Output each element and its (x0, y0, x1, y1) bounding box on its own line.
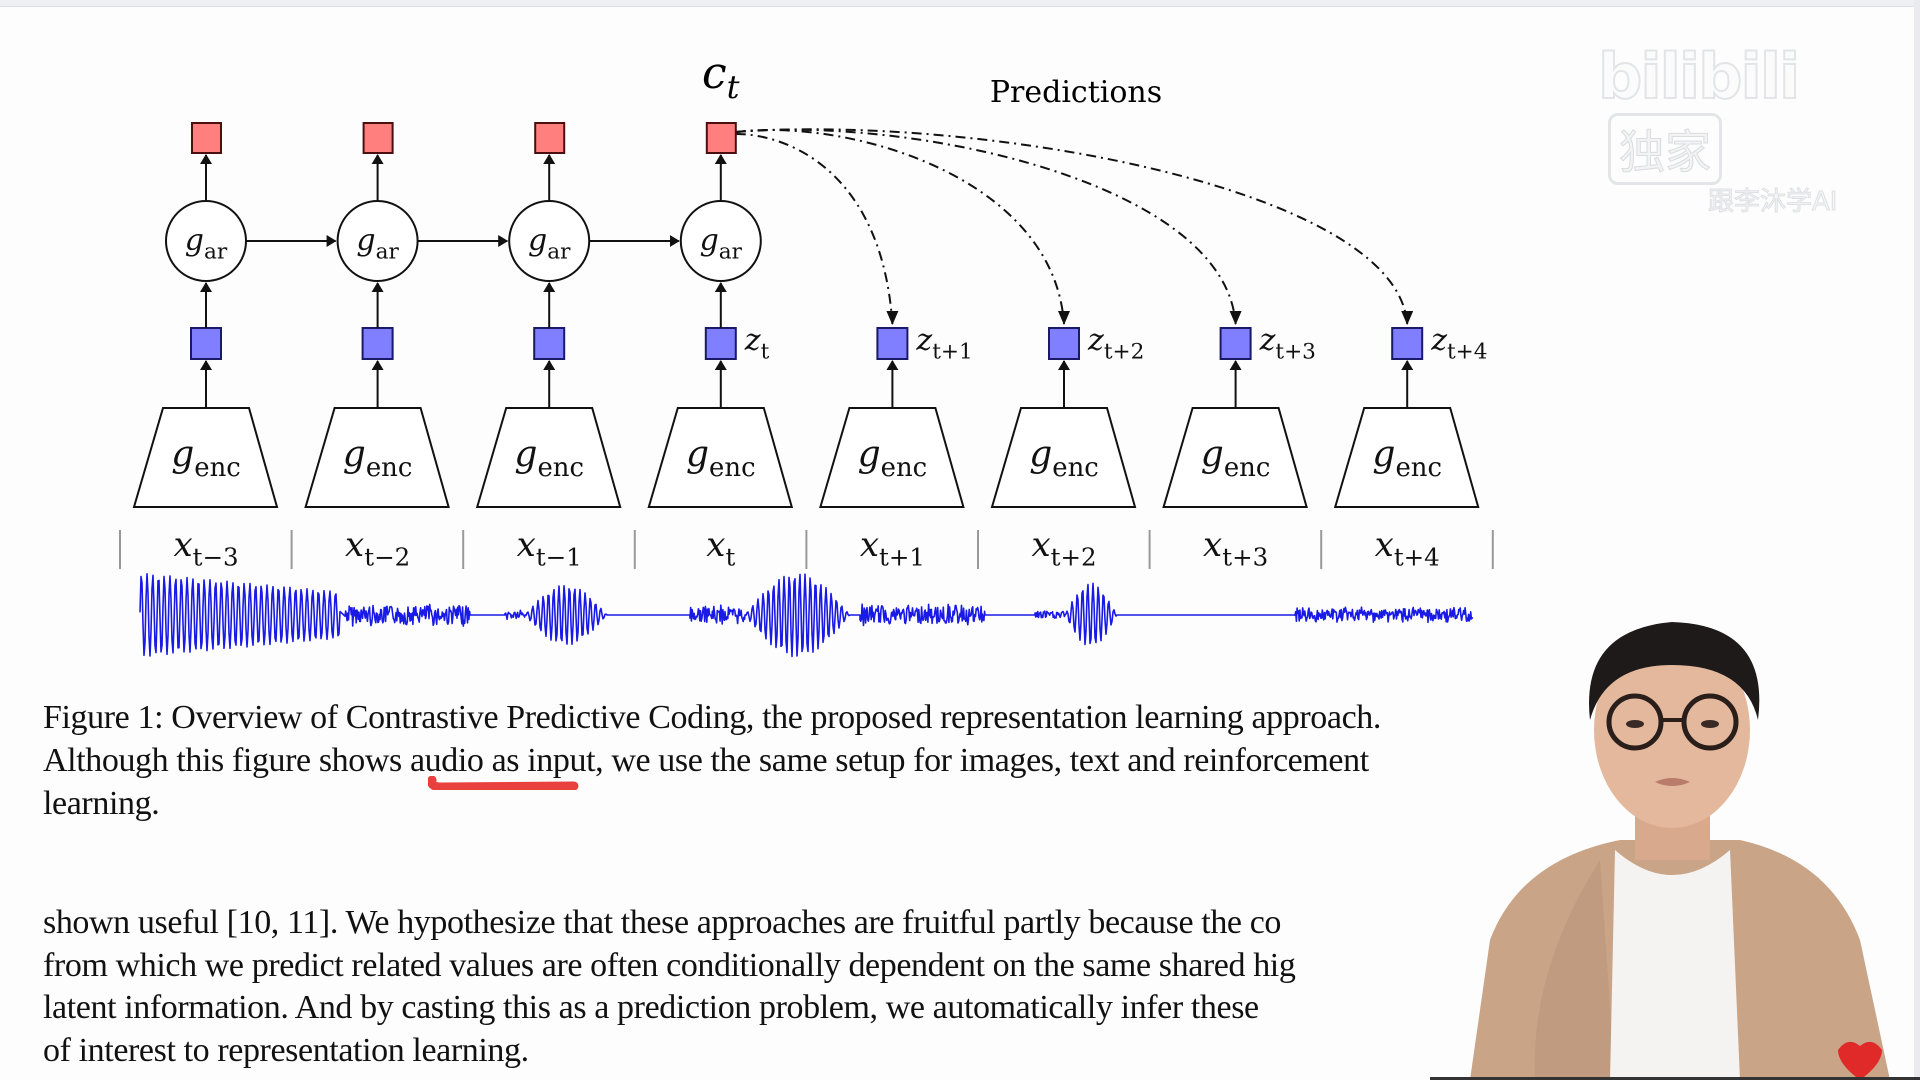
bilibili-watermark: bilibili独家 跟李沐学AI (1597, 39, 1898, 218)
ar-label: gar (528, 223, 571, 264)
timestep-column: genc xt−1 gar (475, 122, 680, 572)
face (1594, 632, 1750, 828)
prediction-arc (735, 129, 1070, 325)
timestep-column: genc xt−3 gar (132, 122, 337, 572)
encoder-label: genc (686, 434, 756, 483)
prediction-arcs (735, 128, 1414, 325)
viewer-top-bar (0, 0, 1920, 7)
prediction-arc (735, 128, 1414, 325)
encoder-label: genc (514, 434, 584, 483)
ar-label: gar (356, 223, 399, 264)
encoder-block (1162, 407, 1308, 508)
timestep-column: genc zt+1 xt+1 (819, 323, 973, 572)
encoder-block (1333, 407, 1480, 508)
latent-box (876, 327, 909, 360)
hair (1589, 622, 1760, 720)
encoder-block (647, 407, 794, 508)
context-box (191, 122, 222, 154)
latent-box (1219, 327, 1252, 360)
bilibili-logo: bilibili (1597, 39, 1801, 114)
body-line: latent information. And by casting this … (43, 989, 1259, 1026)
context-box (705, 122, 737, 154)
cpc-diagram: genc xt−3 gar genc xt−2 gar genc xt−1 gar genc zt x… (119, 48, 1494, 658)
input-label: xt−2 (345, 525, 410, 572)
timestep-column: genc zt+2 xt+2 (990, 323, 1144, 572)
caption-line: Figure 1: Overview of Contrastive Predic… (43, 699, 1381, 736)
input-label: xt+4 (1375, 525, 1440, 572)
caption-line: Although this figure shows audio as inpu… (43, 742, 1369, 779)
latent-label: zt+4 (1430, 323, 1487, 364)
prediction-arc (735, 128, 1242, 325)
latent-box (533, 327, 566, 360)
segment-separators (119, 530, 1494, 569)
presenter-video-overlay (1470, 622, 1890, 1080)
timestep-columns: genc xt−3 gar genc xt−2 gar genc xt−1 gar genc zt x… (132, 122, 1488, 572)
body-line: from which we predict related values are… (43, 946, 1296, 984)
context-box (534, 122, 566, 154)
input-label: xt+1 (860, 525, 925, 572)
encoder-label: genc (171, 434, 241, 483)
encoder-block (132, 407, 279, 508)
white-shirt (1610, 850, 1740, 1080)
encoder-block (819, 407, 965, 508)
body-line: shown useful [10, 11]. We hypothesize th… (43, 904, 1281, 941)
encoder-block (475, 407, 622, 508)
figure-caption: Figure 1: Overview of Contrastive Predic… (43, 696, 1603, 825)
latent-box (704, 327, 737, 360)
exclusive-badge: 独家 (1608, 113, 1722, 185)
latent-label: zt (744, 323, 770, 364)
timestep-column: genc xt−2 gar (304, 122, 509, 572)
overlay-bottom-edge (1430, 1077, 1920, 1080)
input-label: xt−1 (517, 525, 582, 572)
encoder-label: genc (858, 434, 928, 483)
audio-waveform (139, 572, 1474, 658)
caption-line: learning. (43, 785, 160, 822)
latent-box (1391, 327, 1424, 360)
input-label: xt+2 (1031, 525, 1096, 572)
timestep-column: genc zt+4 xt+4 (1333, 323, 1488, 572)
latent-box (190, 327, 222, 360)
predictions-label: Predictions (990, 75, 1162, 110)
body-line: of interest to representation learning. (43, 1031, 529, 1069)
ar-label: gar (700, 223, 743, 264)
input-label: xt+3 (1203, 525, 1268, 572)
encoder-label: genc (1372, 434, 1442, 483)
channel-name: 跟李沐学AI (1708, 187, 1838, 218)
context-label: ct (702, 48, 740, 106)
input-label: xt−3 (173, 525, 238, 572)
latent-box (361, 327, 394, 360)
viewer-scrollbar[interactable] (1914, 0, 1920, 1080)
heart-logo (1838, 1041, 1882, 1080)
encoder-label: genc (1201, 434, 1271, 483)
waveform-line (139, 572, 1474, 658)
encoder-label: genc (1029, 434, 1099, 483)
latent-label: zt+1 (915, 323, 972, 364)
input-label: xt (706, 525, 735, 572)
timestep-column: genc zt+3 xt+3 (1162, 323, 1316, 572)
encoder-label: genc (343, 434, 413, 483)
red-underline-annotation (428, 776, 579, 790)
timestep-column: genc zt xt gar (647, 122, 794, 572)
encoder-block (304, 407, 450, 508)
latent-label: zt+2 (1087, 323, 1144, 364)
context-box (362, 122, 394, 154)
latent-box (1048, 327, 1080, 360)
ar-label: gar (185, 223, 228, 264)
prediction-arc (735, 133, 899, 325)
encoder-block (990, 407, 1137, 508)
latent-label: zt+3 (1259, 323, 1316, 364)
body-paragraph: shown useful [10, 11]. We hypothesize th… (43, 902, 1603, 1072)
